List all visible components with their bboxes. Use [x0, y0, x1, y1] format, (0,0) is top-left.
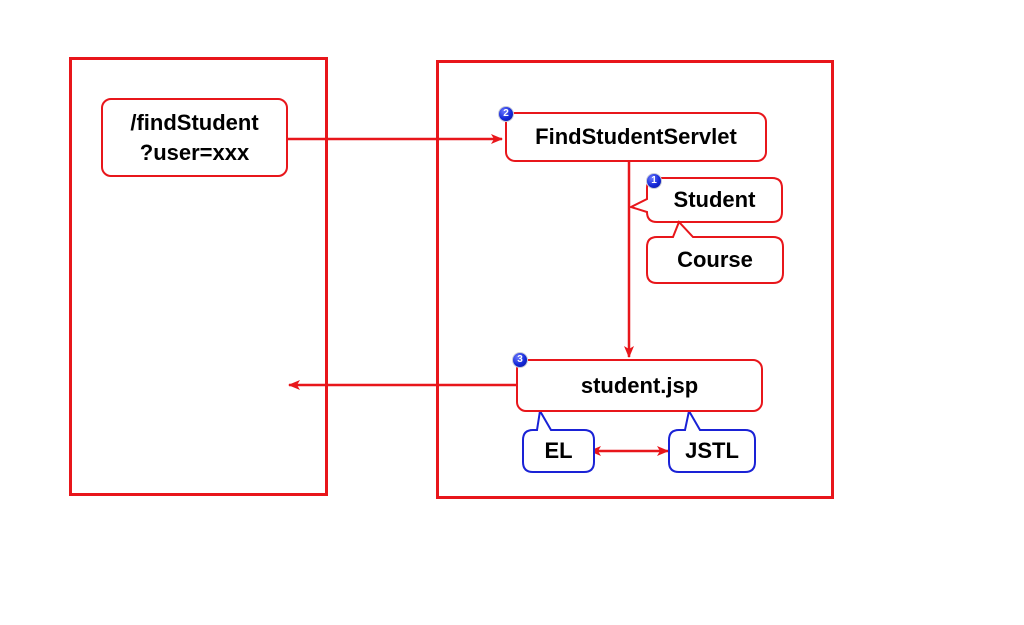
course-callout-shape [646, 220, 784, 284]
student-badge: 1 [646, 173, 662, 189]
student-model-label: Student [673, 187, 756, 212]
client-frame [69, 57, 328, 496]
request-query: ?user=xxx [139, 139, 250, 165]
servlet-label: FindStudentServlet [535, 124, 737, 149]
jsp-label: student.jsp [580, 372, 699, 398]
servlet-box: FindStudentServlet [505, 112, 767, 162]
jstl-label: JSTL [685, 438, 739, 463]
jstl-callout-shape [668, 408, 756, 473]
servlet-badge: 2 [498, 106, 514, 122]
server-frame [436, 60, 834, 499]
request-path: /findStudent [130, 109, 259, 135]
jsp-box: student.jsp [516, 359, 763, 412]
jsp-badge: 3 [512, 352, 528, 368]
el-label: EL [544, 438, 573, 463]
el-callout-shape [522, 408, 595, 473]
request-box: /findStudent ?user=xxx [101, 98, 288, 177]
course-model-label: Course [677, 247, 753, 272]
